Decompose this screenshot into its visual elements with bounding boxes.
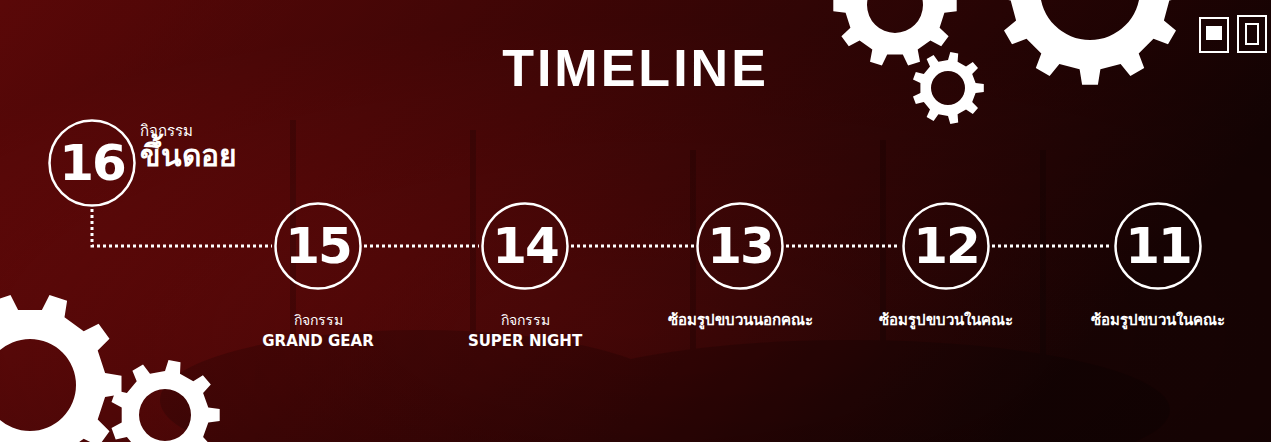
timeline-circle: 16กิจกรรมขึ้นดอย [48, 119, 136, 207]
logo-mark [1246, 24, 1258, 44]
circle-outline [1116, 204, 1201, 289]
circle-outline [904, 204, 989, 289]
activity-label: กิจกรรม [140, 123, 237, 140]
activity-label: ขึ้นดอย [140, 140, 237, 172]
timeline-circle: 15กิจกรรมGRAND GEAR [274, 202, 362, 290]
activity-caption: ซ้อมรูปขบวนในคณะ [879, 310, 1013, 331]
circle-outline [50, 121, 135, 206]
day-number: 16 [59, 138, 125, 188]
dotted-connector [92, 209, 272, 246]
activity-label: ซ้อมรูปขบวนในคณะ [1091, 310, 1225, 331]
activity-caption: กิจกรรมGRAND GEAR [262, 310, 373, 352]
logo-group [1200, 16, 1266, 52]
dotted-connector [571, 245, 694, 248]
day-number: 15 [285, 221, 351, 271]
activity-caption: ซ้อมรูปขบวนนอกคณะ [668, 310, 813, 331]
activity-label: กิจกรรม [468, 310, 582, 331]
activity-caption: กิจกรรมขึ้นดอย [140, 123, 237, 172]
dotted-connector [786, 245, 900, 248]
activity-label: ซ้อมรูปขบวนในคณะ [879, 310, 1013, 331]
activity-label: SUPER NIGHT [468, 331, 582, 352]
logo-mark [1200, 18, 1228, 52]
logo-mark [1238, 16, 1266, 52]
gear-icon [913, 52, 984, 124]
dotted-connector [364, 245, 479, 248]
day-number: 11 [1125, 221, 1191, 271]
activity-caption: ซ้อมรูปขบวนในคณะ [1091, 310, 1225, 331]
circle-outline [276, 204, 361, 289]
gear-icon [833, 0, 956, 66]
activity-caption: กิจกรรมSUPER NIGHT [468, 310, 582, 352]
timeline-circle: 12ซ้อมรูปขบวนในคณะ [902, 202, 990, 290]
gear-icon [995, 0, 1184, 85]
timeline-circle: 14กิจกรรมSUPER NIGHT [481, 202, 569, 290]
circle-outline [483, 204, 568, 289]
day-number: 14 [492, 221, 558, 271]
activity-label: กิจกรรม [262, 310, 373, 331]
circle-outline [698, 204, 783, 289]
dotted-connector [992, 245, 1112, 248]
activity-label: ซ้อมรูปขบวนนอกคณะ [668, 310, 813, 331]
timeline-circle: 11ซ้อมรูปขบวนในคณะ [1114, 202, 1202, 290]
logo-mark [1206, 26, 1222, 40]
title: TIMELINE [0, 38, 1271, 98]
gear-icon [112, 360, 220, 442]
gear-icon [0, 295, 122, 442]
day-number: 13 [707, 221, 773, 271]
activity-label: GRAND GEAR [262, 331, 373, 352]
day-number: 12 [913, 221, 979, 271]
timeline-circle: 13ซ้อมรูปขบวนนอกคณะ [696, 202, 784, 290]
